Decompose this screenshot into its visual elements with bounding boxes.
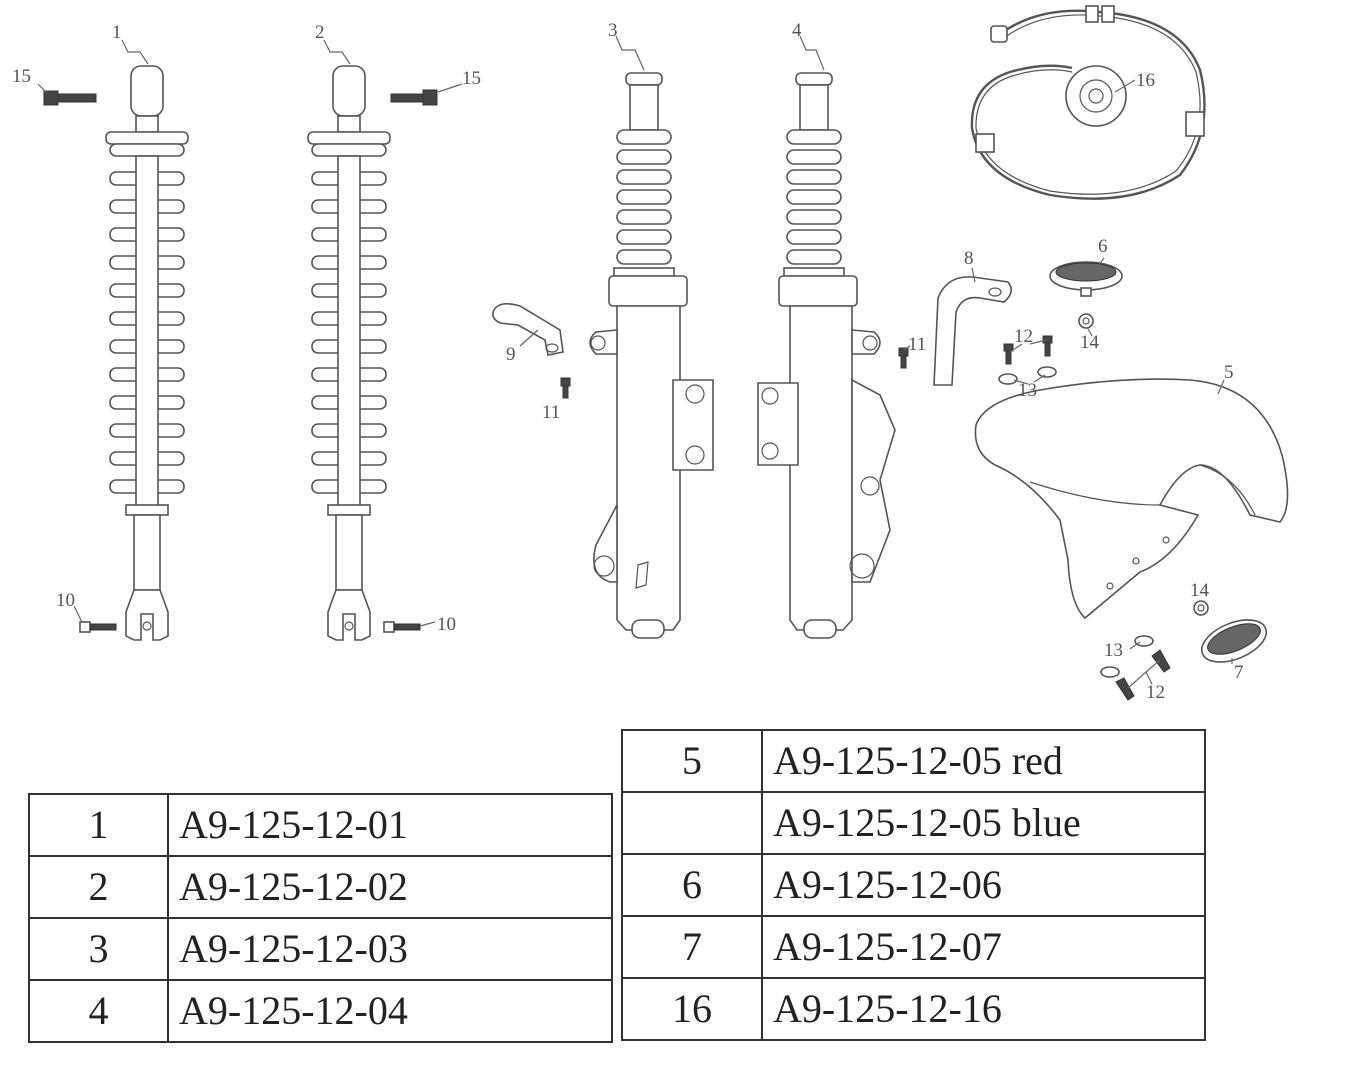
parts-table-left: 1 A9-125-12-01 2 A9-125-12-02 3 A9-125-1… — [28, 793, 613, 1043]
callout-11-right: 11 — [908, 334, 926, 355]
leader-lines — [37, 35, 1233, 689]
callout-labels: 1 2 3 4 5 6 7 8 9 10 10 11 11 12 12 13 1… — [12, 20, 1244, 703]
callout-5: 5 — [1224, 362, 1234, 383]
part-code: A9-125-12-03 — [167, 917, 613, 981]
bolt-15-left — [43, 90, 97, 106]
callout-7: 7 — [1234, 662, 1244, 683]
part-number: 5 — [621, 729, 763, 793]
nut-14-lower — [1193, 600, 1209, 616]
callout-13-lower: 13 — [1104, 640, 1123, 661]
table-row: 2 A9-125-12-02 — [28, 855, 613, 919]
table-row: 3 A9-125-12-03 — [28, 917, 613, 981]
table-row: 16 A9-125-12-16 — [621, 977, 1206, 1041]
screws-12-upper — [1003, 335, 1053, 365]
callout-4: 4 — [792, 20, 802, 41]
rear-shock-absorber-1 — [105, 65, 189, 641]
callout-6: 6 — [1098, 236, 1108, 257]
table-row: A9-125-12-05 blue — [621, 791, 1206, 855]
part-code: A9-125-12-05 blue — [761, 791, 1206, 855]
part-code: A9-125-12-02 — [167, 855, 613, 919]
callout-12-lower: 12 — [1146, 682, 1165, 703]
parts-table-right: 5 A9-125-12-05 red A9-125-12-05 blue 6 A… — [621, 729, 1206, 1041]
bracket-9 — [492, 302, 564, 356]
callout-10-right: 10 — [437, 614, 456, 635]
speedometer-cable-16 — [970, 5, 1206, 200]
front-fork-leg-3 — [589, 72, 714, 639]
table-row: 6 A9-125-12-06 — [621, 853, 1206, 917]
part-number: 16 — [621, 977, 763, 1041]
reflector-6 — [1049, 261, 1123, 297]
part-number: 7 — [621, 915, 763, 979]
callout-10-left: 10 — [56, 590, 75, 611]
part-code: A9-125-12-04 — [167, 979, 613, 1043]
callout-8: 8 — [964, 248, 974, 269]
part-code: A9-125-12-06 — [761, 853, 1206, 917]
callout-15-left: 15 — [12, 66, 31, 87]
bolt-15-right — [390, 89, 438, 106]
callout-11-left: 11 — [542, 402, 560, 423]
washers-13-upper — [998, 366, 1057, 385]
bolt-10-right — [383, 621, 421, 633]
part-number — [621, 791, 763, 855]
table-row: 5 A9-125-12-05 red — [621, 729, 1206, 793]
part-code: A9-125-12-01 — [167, 793, 613, 857]
rear-shock-absorber-2 — [307, 65, 391, 641]
part-number: 1 — [28, 793, 169, 857]
bracket-8 — [933, 276, 1012, 386]
part-number: 6 — [621, 853, 763, 917]
callout-9: 9 — [506, 344, 516, 365]
callout-3: 3 — [608, 20, 618, 41]
washers-13-lower — [1100, 635, 1154, 678]
part-code: A9-125-12-05 red — [761, 729, 1206, 793]
part-number: 4 — [28, 979, 169, 1043]
callout-13-upper: 13 — [1018, 380, 1037, 401]
table-row: 7 A9-125-12-07 — [621, 915, 1206, 979]
small-bolt-11-right — [898, 347, 909, 369]
callout-1: 1 — [112, 22, 122, 43]
callout-12-upper: 12 — [1014, 326, 1033, 347]
nut-14-upper — [1078, 313, 1094, 329]
front-mudguard-5 — [974, 378, 1289, 620]
callout-14-lower: 14 — [1190, 580, 1210, 601]
callout-2: 2 — [315, 22, 325, 43]
callout-14-upper: 14 — [1080, 332, 1100, 353]
screws-12-lower — [1115, 649, 1171, 701]
part-code: A9-125-12-07 — [761, 915, 1206, 979]
part-number: 3 — [28, 917, 169, 981]
callout-16: 16 — [1136, 70, 1155, 91]
front-fork-leg-4 — [757, 72, 896, 639]
table-row: 4 A9-125-12-04 — [28, 979, 613, 1043]
table-row: 1 A9-125-12-01 — [28, 793, 613, 857]
reflector-7 — [1200, 619, 1268, 663]
part-number: 2 — [28, 855, 169, 919]
bolt-10-left — [79, 621, 117, 633]
small-bolt-11-left — [560, 377, 571, 399]
exploded-parts-diagram: 1 2 3 4 5 6 7 8 9 10 10 11 11 12 12 13 1… — [12, 5, 1289, 703]
callout-15-right: 15 — [462, 68, 481, 89]
part-code: A9-125-12-16 — [761, 977, 1206, 1041]
